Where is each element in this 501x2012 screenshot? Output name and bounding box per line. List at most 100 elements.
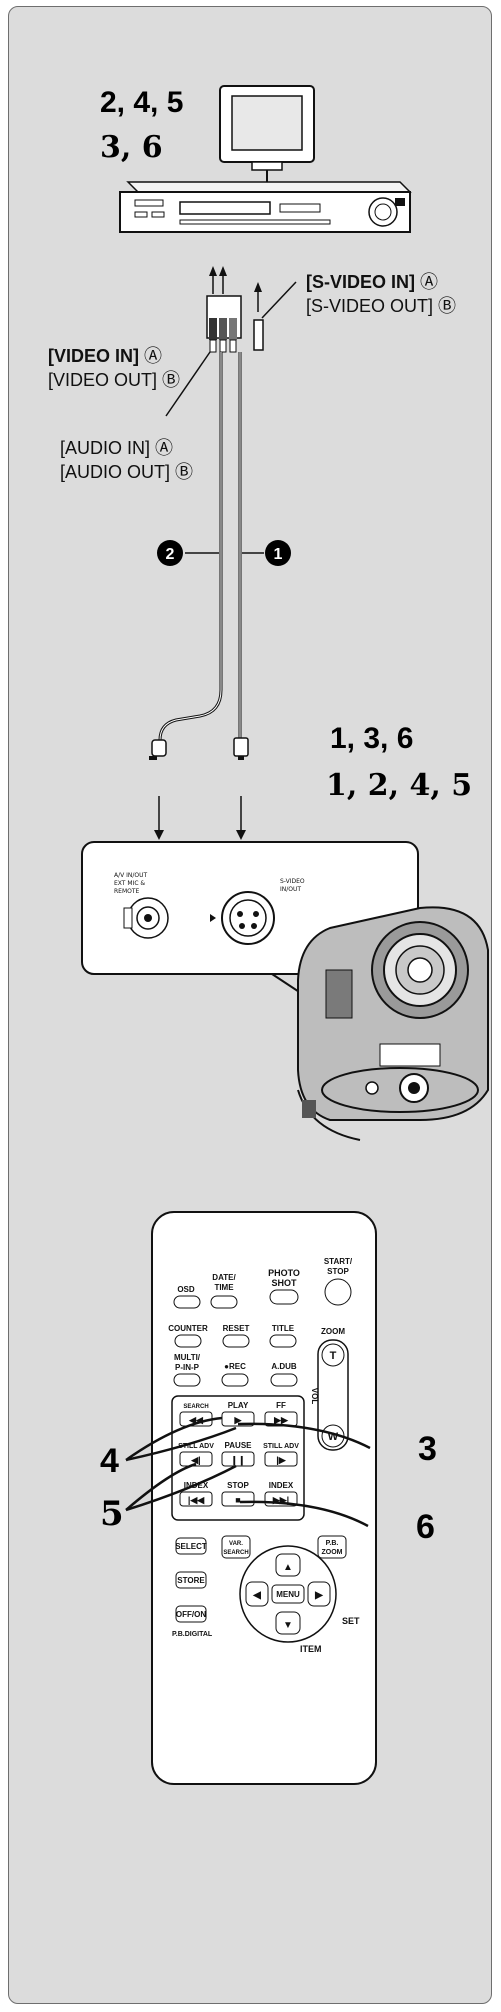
- title-button[interactable]: TITLE: [269, 1324, 297, 1348]
- svg-text:STOP: STOP: [227, 1481, 249, 1490]
- svg-text:STORE: STORE: [177, 1576, 205, 1585]
- svg-text:■: ■: [235, 1495, 240, 1505]
- audio-in-label: [AUDIO IN] Ⓐ: [60, 438, 174, 458]
- svideo-jack-label: S-VIDEO IN/OUT: [280, 878, 305, 893]
- cable-2-marker: 2: [157, 540, 183, 566]
- pause-button[interactable]: PAUSE ❙❙: [221, 1441, 255, 1467]
- svg-text:▶▶: ▶▶: [273, 1415, 289, 1425]
- svg-text:INDEX: INDEX: [269, 1481, 294, 1490]
- start-stop-button[interactable]: START/ STOP: [324, 1257, 353, 1306]
- right-arrow-icon: ▶: [314, 1590, 324, 1601]
- svg-text:A.DUB: A.DUB: [271, 1362, 297, 1371]
- svg-text:2: 2: [166, 546, 175, 563]
- step-numbers-sans-camera: 1, 3, 6: [330, 722, 414, 755]
- step-numbers-sans-top: 2, 4, 5: [100, 86, 184, 119]
- svg-text:MULTI/: MULTI/: [174, 1353, 201, 1362]
- svg-text:STILL ADV: STILL ADV: [178, 1443, 214, 1450]
- vcr-icon: [119, 181, 412, 233]
- svg-text:▶: ▶: [234, 1415, 243, 1425]
- reset-button[interactable]: RESET: [222, 1324, 250, 1348]
- remote-control: OSD DATE/ TIME PHOTO SHOT START/ STOP CO…: [125, 1211, 377, 1785]
- svideo-plug-bottom: [233, 737, 249, 760]
- svg-text:W: W: [328, 1431, 339, 1443]
- svg-text:T: T: [330, 1350, 337, 1362]
- item-label: ITEM: [300, 1644, 322, 1654]
- step-numbers-serif-top: 3, 6: [100, 130, 163, 165]
- camcorder-icon: [297, 906, 489, 1141]
- svg-text:VOL: VOL: [310, 1388, 319, 1405]
- photo-shot-button[interactable]: PHOTO SHOT: [268, 1268, 300, 1305]
- svg-text:RESET: RESET: [223, 1324, 250, 1333]
- set-label: SET: [342, 1616, 360, 1626]
- var-search-button[interactable]: VAR. SEARCH: [221, 1535, 251, 1559]
- svg-text:◀◀: ◀◀: [188, 1415, 204, 1425]
- rca-plug-block: [206, 266, 242, 353]
- svg-text:▶▶|: ▶▶|: [272, 1495, 289, 1505]
- callout-6: 6: [416, 1508, 435, 1546]
- svg-text:PLAY: PLAY: [228, 1401, 249, 1410]
- store-button[interactable]: STORE: [175, 1571, 207, 1589]
- svg-text:DATE/: DATE/: [212, 1273, 236, 1282]
- video-out-label: [VIDEO OUT] Ⓑ: [48, 370, 181, 390]
- svg-text:PHOTO: PHOTO: [268, 1268, 300, 1278]
- callout-3: 3: [418, 1430, 437, 1468]
- zoom-label: ZOOM: [321, 1327, 345, 1336]
- osd-button[interactable]: OSD: [173, 1285, 201, 1309]
- svideo-jack-icon: [210, 891, 275, 945]
- svg-text:VAR.: VAR.: [229, 1541, 243, 1547]
- left-arrow-icon: ◀: [252, 1590, 261, 1601]
- pb-digital-label: P.B.DIGITAL: [172, 1631, 213, 1638]
- svg-text:START/: START/: [324, 1257, 353, 1266]
- svg-text:|◀◀: |◀◀: [188, 1495, 205, 1505]
- svg-text:SEARCH: SEARCH: [223, 1550, 248, 1556]
- svg-text:ZOOM: ZOOM: [322, 1549, 343, 1556]
- svg-text:PAUSE: PAUSE: [225, 1441, 253, 1450]
- svg-text:COUNTER: COUNTER: [168, 1324, 208, 1333]
- svg-text:❙❙: ❙❙: [230, 1455, 245, 1466]
- callout-5: 5: [100, 1494, 124, 1534]
- svg-text:FF: FF: [276, 1401, 286, 1410]
- adub-button[interactable]: A.DUB: [270, 1362, 298, 1387]
- svg-text:MENU: MENU: [276, 1590, 300, 1599]
- camera-jack-illustration: [81, 796, 489, 1141]
- rec-button[interactable]: ●REC: [221, 1362, 249, 1387]
- svideo-plug-top: [253, 282, 264, 351]
- date-time-button[interactable]: DATE/ TIME: [210, 1273, 238, 1309]
- svg-text:●REC: ●REC: [224, 1362, 246, 1371]
- svg-text:P.B.: P.B.: [326, 1540, 339, 1547]
- select-button[interactable]: SELECT: [175, 1537, 207, 1555]
- svg-text:◀|: ◀|: [190, 1455, 200, 1465]
- svg-text:1: 1: [274, 546, 283, 563]
- svg-text:SEARCH: SEARCH: [183, 1404, 208, 1410]
- tv-icon: [219, 85, 315, 182]
- down-arrow-icon: ▼: [283, 1620, 293, 1631]
- multi-pinp-button[interactable]: MULTI/ P-IN-P: [173, 1353, 201, 1387]
- dpad[interactable]: ▲ ▼ ◀ ▶ MENU: [239, 1545, 337, 1643]
- still-adv-right-button[interactable]: STILL ADV |▶: [263, 1443, 299, 1467]
- mini-plug-bottom: [149, 739, 167, 760]
- zoom-rocker[interactable]: T W VOL: [310, 1339, 349, 1451]
- step-numbers-serif-camera: 1, 2, 4, 5: [326, 768, 473, 803]
- svg-text:|▶: |▶: [276, 1455, 287, 1465]
- pb-zoom-button[interactable]: P.B. ZOOM: [317, 1535, 347, 1559]
- svg-text:TITLE: TITLE: [272, 1324, 295, 1333]
- svg-text:STILL ADV: STILL ADV: [263, 1443, 299, 1450]
- av-jack-label: A/V IN/OUT EXT MIC & REMOTE: [114, 872, 148, 895]
- svideo-in-label: [S-VIDEO IN] Ⓐ: [306, 272, 439, 292]
- svg-text:SELECT: SELECT: [175, 1542, 207, 1551]
- callout-4: 4: [100, 1442, 119, 1480]
- svg-text:P-IN-P: P-IN-P: [175, 1363, 200, 1372]
- counter-button[interactable]: COUNTER: [168, 1324, 208, 1348]
- video-in-label: [VIDEO IN] Ⓐ: [48, 346, 163, 366]
- off-on-button[interactable]: OFF/ON: [175, 1605, 207, 1623]
- svg-text:OFF/ON: OFF/ON: [176, 1610, 206, 1619]
- up-arrow-icon: ▲: [283, 1562, 293, 1573]
- audio-out-label: [AUDIO OUT] Ⓑ: [60, 462, 194, 482]
- svg-text:SHOT: SHOT: [271, 1278, 297, 1288]
- still-adv-left-button[interactable]: STILL ADV ◀|: [178, 1443, 214, 1467]
- tv-vcr-cable-illustration: 2 1: [119, 85, 412, 760]
- svg-text:OSD: OSD: [177, 1285, 195, 1294]
- svg-text:STOP: STOP: [327, 1267, 349, 1276]
- svideo-out-label: [S-VIDEO OUT] Ⓑ: [306, 296, 457, 316]
- cable-1-marker: 1: [265, 540, 291, 566]
